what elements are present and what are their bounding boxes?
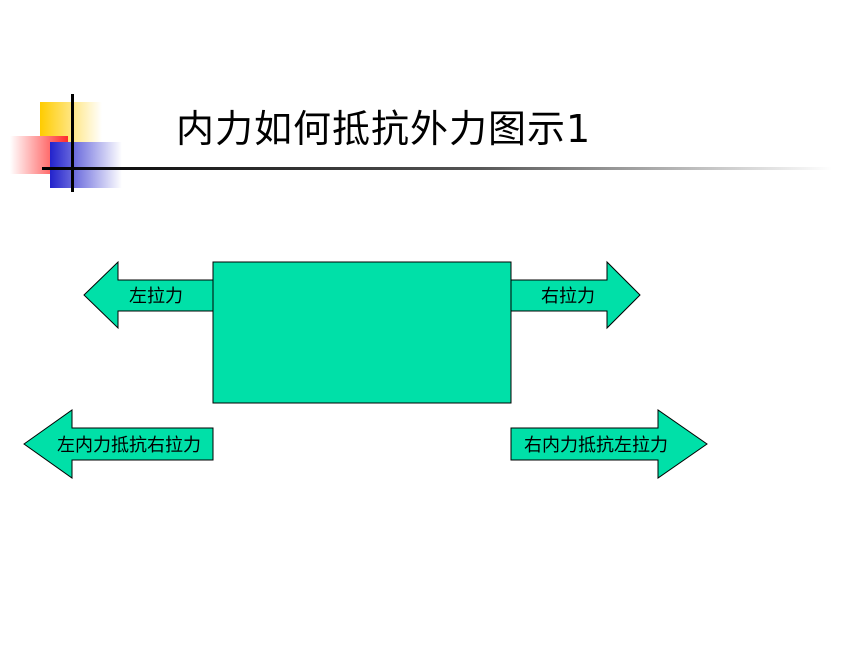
- left-internal-force-label: 左内力抵抗右拉力: [57, 435, 201, 456]
- slide-title: 内力如何抵抗外力图示1: [176, 107, 592, 151]
- left-pull-arrow: [83, 260, 214, 330]
- right-pull-label: 右拉力: [541, 286, 595, 307]
- right-internal-force-label: 右内力抵抗左拉力: [524, 435, 668, 456]
- central-block: [212, 261, 512, 404]
- left-pull-label: 左拉力: [129, 286, 183, 307]
- right-internal-force-arrow: [510, 409, 708, 479]
- title-underline: [42, 167, 832, 170]
- ornament-vertical-line: [71, 94, 74, 192]
- right-pull-arrow: [510, 260, 641, 330]
- ornament-blue-square: [50, 142, 122, 188]
- left-internal-force-arrow: [23, 409, 214, 479]
